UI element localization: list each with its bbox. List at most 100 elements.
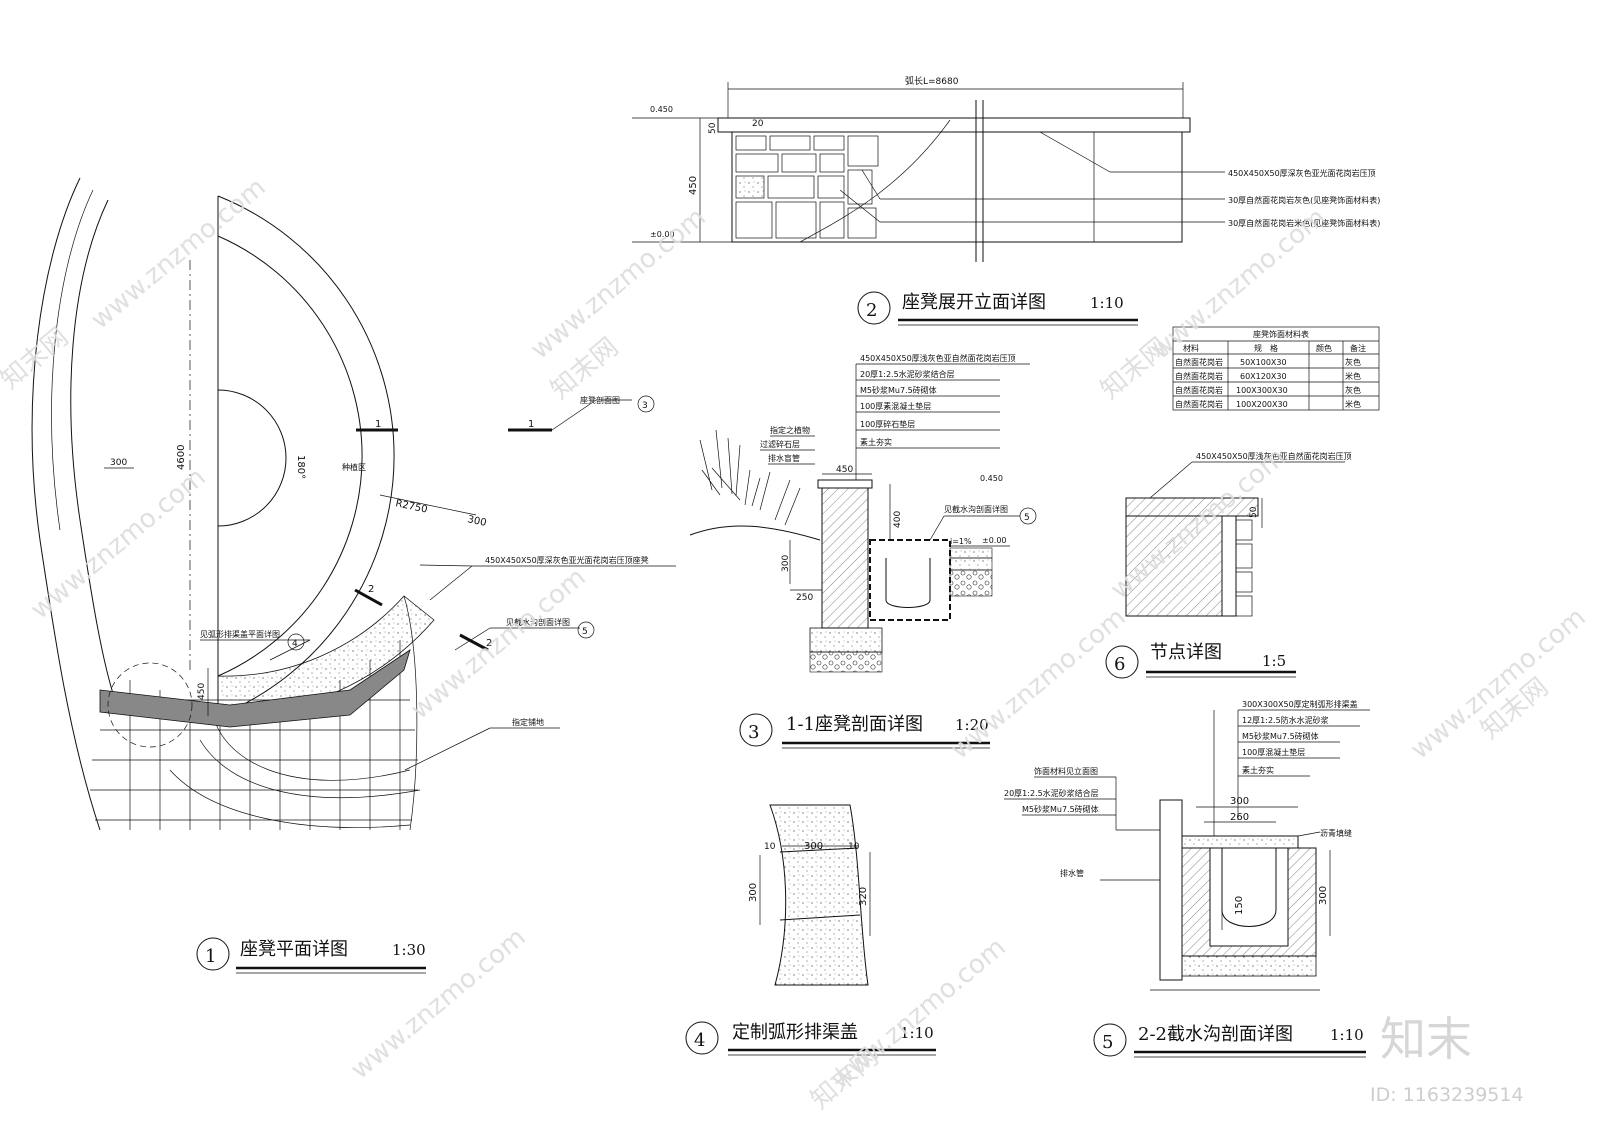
s22-dim-300v: 300 xyxy=(1318,886,1329,905)
elev-note-3: 30厚自然面花岗岩米色(见座凳饰面材料表) xyxy=(1228,218,1380,228)
section-2a-label: 2 xyxy=(368,584,374,595)
dim-4600: 4600 xyxy=(176,445,187,470)
note-ditch-cover-no: 4 xyxy=(292,639,298,649)
table-header-remark: 备注 xyxy=(1350,343,1366,353)
watermark-site: www.znzmo.com xyxy=(945,602,1131,765)
table-cell: 60X120X30 xyxy=(1240,372,1287,381)
section-mark-2b xyxy=(459,633,489,652)
watermark-site: www.znzmo.com xyxy=(345,922,531,1085)
title-5-scale: 1:10 xyxy=(1330,1026,1364,1044)
note-ditch-no: 5 xyxy=(582,627,588,637)
s11-slope: i=1% xyxy=(950,537,972,546)
elev-note-1: 450X450X50厚深灰色亚光面花岗岩压顶 xyxy=(1228,168,1376,178)
cover-dim-10a: 10 xyxy=(764,842,776,852)
title-3-text: 1-1座凳剖面详图 xyxy=(786,714,923,735)
s22-layer-3: 100厚混凝土垫层 xyxy=(1242,747,1305,757)
title-6-text: 节点详图 xyxy=(1150,642,1222,663)
s11-ditch-ref: 见截水沟剖面详图 xyxy=(944,504,1008,514)
watermark-site: www.znzmo.com xyxy=(405,562,591,725)
note-section: 座凳剖面图 xyxy=(580,395,620,405)
table-cell: 50X100X30 xyxy=(1240,358,1287,367)
note-ditch: 见截水沟剖面详图 xyxy=(506,617,570,627)
title-block-6: 6 节点详图 1:5 xyxy=(1105,642,1296,679)
node-dim-50: 50 xyxy=(1249,506,1259,518)
dim-300-right: 300 xyxy=(466,514,487,529)
outer-paving-edge xyxy=(31,177,101,831)
cover-dim-320: 320 xyxy=(858,887,869,906)
title-block-1: 1 座凳平面详图 1:30 xyxy=(196,937,426,974)
title-4-no: 4 xyxy=(694,1030,705,1051)
s11-layer-5: 素土夯实 xyxy=(860,437,892,447)
table-cell: 米色 xyxy=(1345,371,1361,381)
s22-dim-260: 260 xyxy=(1230,812,1249,823)
s11-dim-450: 450 xyxy=(836,465,853,475)
dim-300-left: 300 xyxy=(110,458,127,468)
s11-capstone xyxy=(817,479,873,489)
s22-layer-1: 12厚1:2.5防水水泥砂浆 xyxy=(1242,715,1329,725)
s22-asphalt: 沥青填缝 xyxy=(1320,828,1352,838)
node-note: 450X450X50厚浅灰色亚自然面花岗岩压顶 xyxy=(1196,451,1352,461)
watermark-cn: 知末网 xyxy=(805,1042,884,1115)
table-cell: 自然面花岗岩 xyxy=(1175,357,1223,367)
table-header-spec: 规 格 xyxy=(1254,343,1278,353)
s11-dim-250: 250 xyxy=(796,593,813,603)
s11-layer-2: M5砂浆Mu7.5砖砌体 xyxy=(860,385,937,395)
elev-level-zero: ±0.00 xyxy=(650,230,675,239)
table-cell: 自然面花岗岩 xyxy=(1175,371,1223,381)
title-1-circle xyxy=(196,937,230,971)
drawing-id: ID: 1163239514 xyxy=(1370,1084,1524,1106)
title-block-5: 5 2-2截水沟剖面详图 1:10 xyxy=(1093,1023,1366,1058)
s11-dim-400: 400 xyxy=(893,511,903,528)
paving-border-line xyxy=(70,199,116,701)
material-table: 座凳饰面材料表 材料 规 格 颜色 备注 自然面花岗岩 50X100X30 灰色… xyxy=(1172,326,1380,411)
s22-note-1: 20厚1:2.5水泥砂浆结合层 xyxy=(1004,788,1099,798)
s11-dim-300: 300 xyxy=(781,555,791,572)
s11-ditch-ref-no: 5 xyxy=(1024,513,1030,523)
note-section-circle xyxy=(637,395,655,413)
s22-dim-300: 300 xyxy=(1230,796,1249,807)
bench-note-leader xyxy=(419,564,473,567)
section-2-2-drawing: 300X300X50厚定制弧形排渠盖 12厚1:2.5防水水泥砂浆 M5砂浆Mu… xyxy=(1004,699,1370,991)
stone-facing xyxy=(735,135,879,239)
title-6-scale: 1:5 xyxy=(1262,652,1286,670)
s22-layer-2: M5砂浆Mu7.5砖砌体 xyxy=(1242,731,1319,741)
title-block-4: 4 定制弧形排渠盖 1:10 xyxy=(685,1021,936,1056)
elev-dim-50: 50 xyxy=(708,122,718,134)
s11-layer-3: 100厚素混凝土垫层 xyxy=(860,401,931,411)
s22-left-wall xyxy=(1159,799,1183,981)
cover-dim-300: 300 xyxy=(804,841,823,852)
section-1b-label: 1 xyxy=(528,419,534,430)
s11-brick-wall xyxy=(821,487,869,629)
s22-layer-4: 素土夯实 xyxy=(1242,765,1274,775)
watermark-site: www.znzmo.com xyxy=(25,462,211,625)
bench-inner-arc xyxy=(217,235,363,677)
s11-level-top: 0.450 xyxy=(980,474,1003,483)
s22-dim-150: 150 xyxy=(1234,896,1245,915)
s22-channel xyxy=(1221,848,1277,927)
watermark-cn: 知末网 xyxy=(1095,332,1174,405)
note-bench: 450X450X50厚深灰色亚光面花岗岩压顶座凳 xyxy=(485,555,649,565)
table-header-color: 颜色 xyxy=(1316,343,1332,353)
table-cell: 自然面花岗岩 xyxy=(1175,385,1223,395)
title-4-text: 定制弧形排渠盖 xyxy=(732,1022,858,1043)
s11-layer-0: 450X450X50厚浅灰色亚自然面花岗岩压顶 xyxy=(860,353,1016,363)
cover-outline xyxy=(769,804,869,986)
elev-note-2: 30厚自然面花岗岩灰色(见座凳饰面材料表) xyxy=(1228,195,1380,205)
paving-arc-1 xyxy=(211,709,411,781)
title-4-scale: 1:10 xyxy=(900,1024,934,1042)
arc-length-label: 弧长L=8680 xyxy=(905,75,959,87)
table-cell: 自然面花岗岩 xyxy=(1175,399,1223,409)
title-5-text: 2-2截水沟剖面详图 xyxy=(1138,1024,1293,1045)
plan-drawing: 300 4600 180° 种植区 R2750 300 450 1 1 2 2 … xyxy=(31,177,676,831)
elevation-drawing: 弧长L=8680 0.450 ±0.00 20 50 450 xyxy=(632,75,1380,262)
cover-dim-10b: 10 xyxy=(848,842,860,852)
title-block-2: 2 座凳展开立面详图 1:10 xyxy=(857,291,1138,326)
title-block-3: 3 1-1座凳剖面详图 1:20 xyxy=(739,713,990,749)
table-cell: 100X300X30 xyxy=(1236,386,1288,395)
title-3-scale: 1:20 xyxy=(955,716,989,734)
s22-layer-0: 300X300X50厚定制弧形排渠盖 xyxy=(1242,699,1358,709)
note-section-no: 3 xyxy=(642,401,648,411)
title-3-no: 3 xyxy=(748,722,759,743)
